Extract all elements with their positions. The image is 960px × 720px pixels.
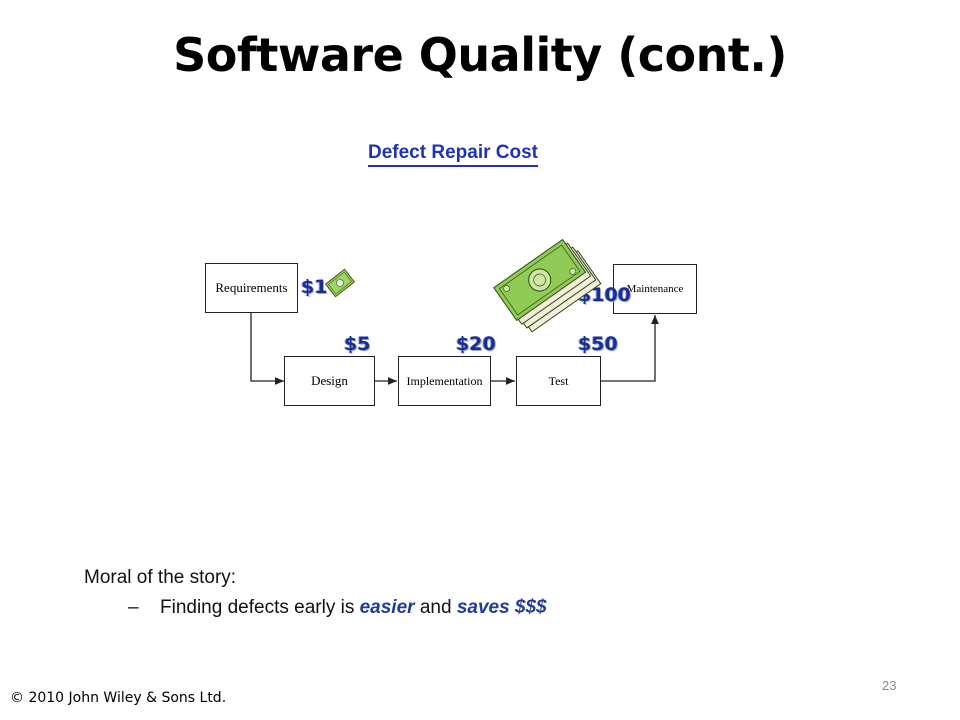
moral-text-before: Finding defects early is	[160, 597, 360, 618]
phase-label-test: Test	[548, 373, 569, 388]
copyright: © 2010 John Wiley & Sons Ltd.	[10, 690, 227, 706]
page-number: 23	[882, 678, 897, 693]
cost-label-maintenance: $100	[578, 284, 631, 306]
phase-box-implementation: Implementation	[398, 356, 491, 406]
moral-text-mid: and	[414, 597, 457, 618]
moral-heading: Moral of the story:	[84, 567, 237, 588]
bullet-dash: –	[128, 597, 139, 618]
phase-box-maintenance: Maintenance	[613, 264, 697, 314]
phase-box-requirements: Requirements	[205, 263, 298, 313]
phase-label-maintenance: Maintenance	[626, 283, 684, 295]
moral-emph-saves: saves $$$	[456, 597, 547, 618]
phase-label-requirements: Requirements	[215, 280, 288, 295]
cost-label-implementation: $20	[456, 333, 496, 355]
arrow-test-to-maintenance	[601, 315, 659, 382]
moral-emph-easier: easier	[359, 597, 415, 618]
cost-label-test: $50	[578, 333, 618, 355]
arrow-requirements-to-design	[250, 312, 284, 385]
phase-label-implementation: Implementation	[406, 373, 483, 388]
phase-label-design: Design	[311, 373, 348, 388]
phase-box-test: Test	[516, 356, 601, 406]
cost-label-requirements: $1	[301, 276, 328, 298]
diagram-title: Defect Repair Cost	[368, 142, 538, 167]
slide-title: Software Quality (cont.)	[173, 28, 787, 82]
moral-bullet: –Finding defects early is easier and sav…	[128, 597, 547, 619]
cost-label-design: $5	[344, 333, 371, 355]
phase-box-design: Design	[284, 356, 375, 406]
